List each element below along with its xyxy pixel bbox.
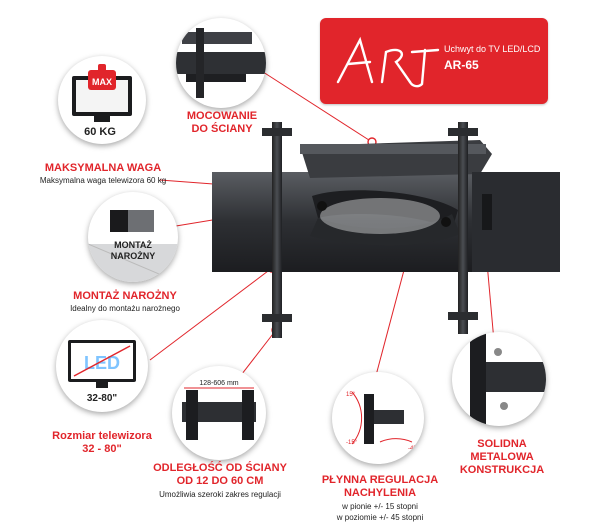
max-icon-text: MAX (92, 77, 112, 87)
distance-icon-text: 128-606 mm (199, 380, 239, 387)
art-logo-icon (336, 36, 440, 88)
max-weight-circle: MAX (58, 56, 146, 144)
wall-mount-title-2: DO ŚCIANY (191, 123, 253, 135)
tv-size-title-1: Rozmiar telewizora (52, 430, 152, 442)
tilt-desc-1: w pionie +/- 15 stopni (342, 502, 418, 511)
metal-title-1: SOLIDNA (477, 438, 527, 450)
corner-mount-desc: Idealny do montażu narożnego (70, 304, 180, 313)
wall-mount-circle (176, 18, 266, 108)
brand-subtitle: Uchwyt do TV LED/LCD (444, 44, 541, 54)
metal-title-3: KONSTRUKCJA (459, 464, 545, 476)
tilt-circle: 15° -15° -45° (332, 372, 424, 464)
metal-construction-circle (452, 332, 546, 426)
tv-mount-image (212, 122, 560, 338)
corner-icon-text-2: NAROŻNY (110, 251, 156, 261)
wall-mount-title-1: MOCOWANIE (186, 110, 258, 122)
tv-size-title-2: 32 - 80" (82, 443, 122, 455)
led-icon-text: LED (84, 353, 120, 373)
max-weight-desc: Maksymalna waga telewizora 60 kg (39, 176, 167, 185)
led-tv-icon: LED (68, 340, 136, 388)
corner-mount-circle (88, 192, 178, 282)
tilt-desc-2: w poziomie +/- 45 stopni (336, 513, 424, 522)
svg-text:15°: 15° (346, 392, 356, 398)
distance-title-1: ODLEGŁOŚĆ OD ŚCIANY (153, 462, 287, 474)
svg-text:-45°: -45° (408, 446, 420, 452)
corner-mount-title: MONTAŻ NAROŻNY (73, 290, 177, 302)
tilt-title-2: NACHYLENIA (343, 487, 417, 499)
brand-banner: Uchwyt do TV LED/LCD AR-65 (320, 18, 548, 104)
tilt-title-1: PŁYNNA REGULACJA (321, 474, 439, 486)
corner-icon-text-1: MONTAŻ (114, 240, 152, 250)
distance-title-2: OD 12 DO 60 CM (176, 475, 264, 487)
weight-icon-value: 60 KG (84, 126, 116, 138)
distance-desc: Umożliwia szeroki zakres regulacji (159, 490, 281, 499)
tv-size-circle: LED (56, 320, 148, 412)
tv-weight-icon: MAX (72, 64, 132, 122)
distance-circle (172, 366, 266, 460)
svg-text:-15°: -15° (346, 440, 358, 446)
model-number: AR-65 (444, 58, 479, 72)
tv-size-range: 32-80" (86, 393, 118, 404)
metal-title-2: METALOWA (470, 451, 534, 463)
max-weight-title: MAKSYMALNA WAGA (44, 162, 162, 174)
